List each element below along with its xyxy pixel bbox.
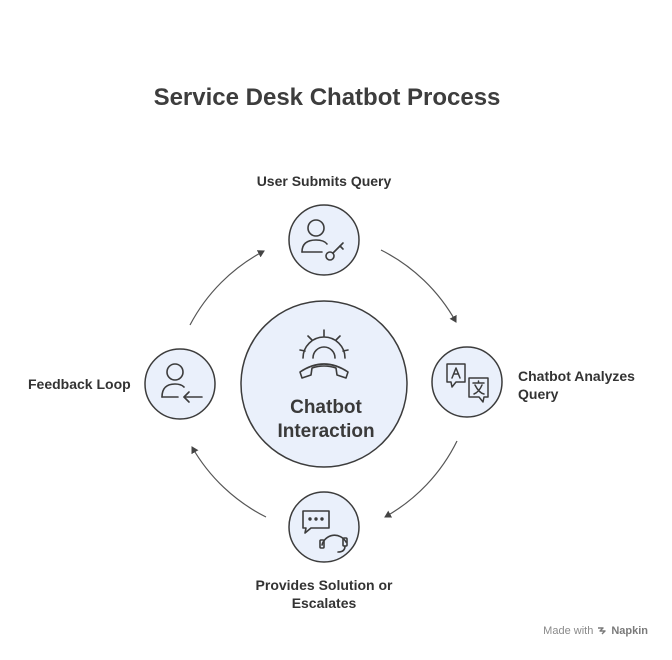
watermark-brand: Napkin — [611, 625, 648, 637]
center-label-line2: Interaction — [277, 421, 375, 442]
step-label-user-submits: User Submits Query — [256, 173, 392, 189]
step-label-feedback-loop: Feedback Loop — [28, 376, 131, 392]
step-label-provides-solution: Provides Solution or Escalates — [214, 576, 434, 612]
user-arrow-icon — [161, 363, 203, 403]
center-label: Chatbot Interaction — [244, 396, 408, 444]
arc-right-bottom — [384, 440, 458, 518]
center-label-line1: Chatbot — [290, 397, 362, 418]
step-circle-provides-solution — [288, 491, 360, 563]
translate-icon — [446, 363, 489, 403]
step-circle-user-submits — [288, 204, 360, 276]
step-label-provides-solution-line1: Provides Solution or — [255, 577, 393, 593]
arc-top-right — [380, 249, 457, 323]
step-circle-chatbot-analyzes — [431, 346, 503, 418]
step-label-chatbot-analyzes-line2: Query — [518, 386, 559, 402]
gear-phone-icon — [299, 329, 349, 379]
step-label-chatbot-analyzes: Chatbot Analyzes Query — [518, 367, 635, 403]
arc-bottom-left — [191, 446, 267, 518]
napkin-logo-icon — [598, 627, 607, 635]
chat-headset-icon — [302, 510, 348, 553]
center-circle — [240, 300, 408, 468]
user-key-icon — [301, 219, 344, 261]
diagram-title: Service Desk Chatbot Process — [153, 84, 501, 111]
watermark[interactable]: Made with Napkin — [543, 625, 648, 637]
watermark-prefix: Made with — [543, 625, 594, 637]
arc-left-top — [189, 250, 265, 326]
step-label-provides-solution-line2: Escalates — [291, 595, 357, 611]
step-label-chatbot-analyzes-line1: Chatbot Analyzes — [518, 368, 635, 384]
